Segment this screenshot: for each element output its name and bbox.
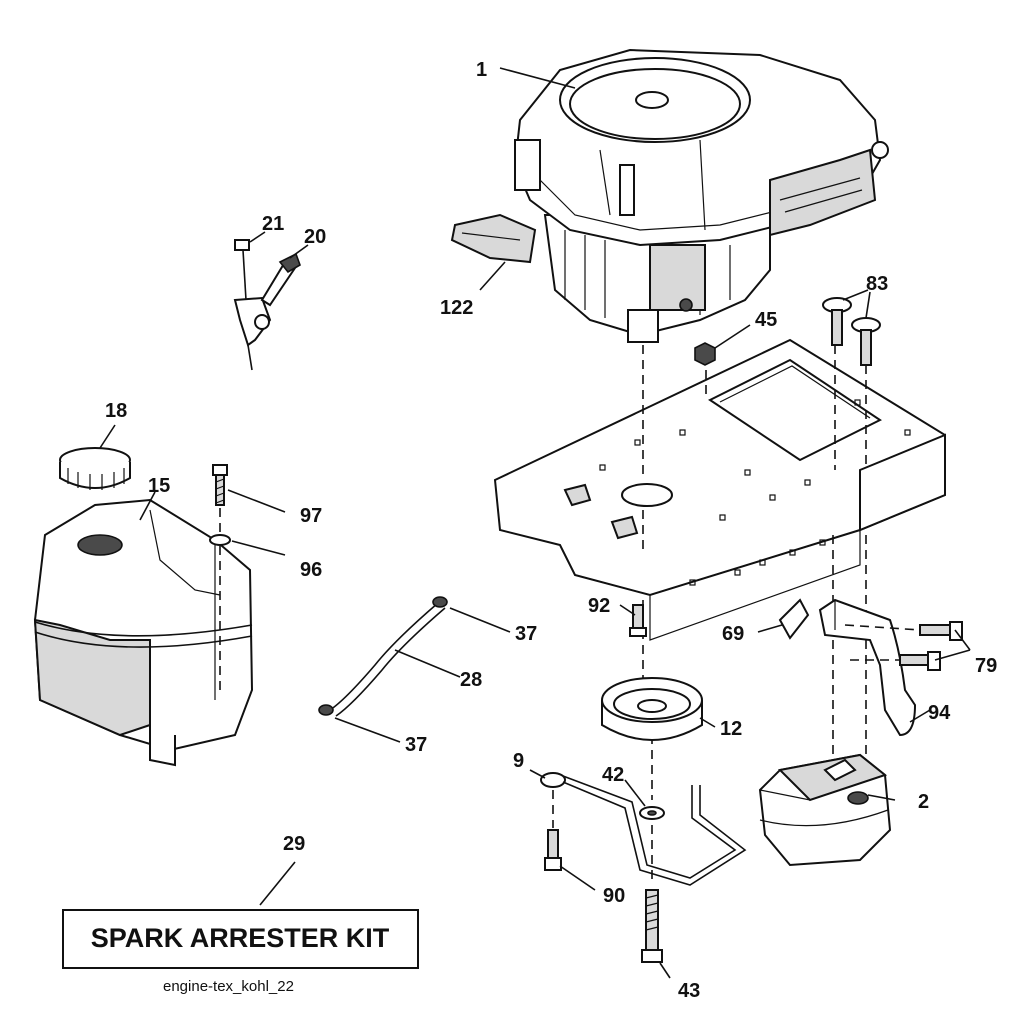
spark-arrester-kit-label: SPARK ARRESTER KIT (91, 923, 390, 953)
gas-cap (59, 447, 131, 490)
callout-12: 12 (720, 718, 742, 740)
bolt-92 (629, 604, 647, 637)
exhaust-pipe (818, 598, 917, 737)
callout-37-upper: 37 (515, 623, 537, 645)
callout-94: 94 (928, 702, 951, 724)
callout-9: 9 (513, 750, 524, 772)
diagram-caption: engine-tex_kohl_22 (163, 978, 294, 995)
callout-15: 15 (148, 475, 170, 497)
callout-42: 42 (602, 764, 624, 786)
callout-79: 79 (975, 655, 997, 677)
clamp-37-lower (318, 704, 334, 716)
nut-45 (694, 342, 716, 366)
callout-29: 29 (283, 833, 305, 855)
bolt-43 (641, 889, 663, 963)
bolt-90 (544, 829, 562, 871)
bolt-83-b (851, 317, 881, 366)
bolt-83-a (822, 297, 852, 346)
fuel-line (329, 602, 446, 717)
fuel-tank (33, 498, 254, 767)
washer-96 (209, 534, 231, 546)
engine-deck (493, 338, 946, 641)
callout-2: 2 (918, 791, 929, 813)
callout-43: 43 (678, 980, 700, 1002)
bracket-9 (540, 772, 747, 886)
engine (513, 48, 889, 343)
callout-92: 92 (588, 595, 610, 617)
throttle-control (233, 239, 301, 371)
callout-20: 20 (304, 226, 326, 248)
kit-box (62, 909, 419, 969)
callout-69: 69 (722, 623, 744, 645)
callout-21: 21 (262, 213, 284, 235)
gasket-69 (778, 598, 810, 640)
callout-97: 97 (300, 505, 322, 527)
callout-83: 83 (866, 273, 888, 295)
washer-42 (639, 806, 665, 820)
muffler (758, 753, 892, 867)
callout-18: 18 (105, 400, 127, 422)
pulley (601, 677, 703, 741)
callout-90: 90 (603, 885, 625, 907)
callout-122: 122 (440, 297, 473, 319)
screw-97 (212, 464, 228, 506)
leader-lines (99, 67, 971, 979)
callout-28: 28 (460, 669, 482, 691)
callout-1: 1 (476, 59, 487, 81)
callout-45: 45 (755, 309, 777, 331)
bracket-122 (450, 213, 537, 264)
clamp-37-upper (432, 596, 448, 608)
callout-96: 96 (300, 559, 322, 581)
callout-37-lower: 37 (405, 734, 427, 756)
bolt-79-b (899, 651, 941, 671)
